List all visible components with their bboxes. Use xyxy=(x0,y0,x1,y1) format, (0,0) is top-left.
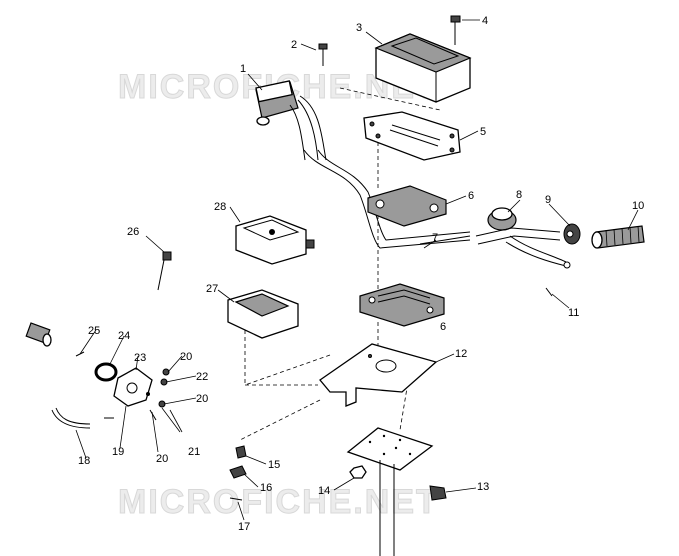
switch-assembly xyxy=(25,322,170,429)
callout-9: 9 xyxy=(545,194,551,206)
upper-clamp xyxy=(367,185,447,227)
callout-14: 14 xyxy=(318,485,330,497)
callout-15: 15 xyxy=(268,459,280,471)
callout-20-c: 20 xyxy=(156,453,168,465)
lower-clamp xyxy=(359,283,445,327)
callout-5: 5 xyxy=(480,126,486,138)
pin-17 xyxy=(229,497,243,501)
nut-14 xyxy=(349,465,367,479)
clip-16 xyxy=(229,465,247,479)
speedometer-housing xyxy=(227,289,299,339)
bracket-plate xyxy=(319,343,438,407)
callout-6-upper: 6 xyxy=(468,190,474,202)
callout-16: 16 xyxy=(260,482,272,494)
hand-grip xyxy=(591,225,645,249)
callout-4: 4 xyxy=(482,15,488,27)
callout-18: 18 xyxy=(78,455,90,467)
callout-1: 1 xyxy=(240,63,246,75)
steering-column xyxy=(346,427,447,556)
screw-2 xyxy=(318,43,328,66)
cable-end xyxy=(157,251,172,291)
mounting-plate xyxy=(363,111,461,161)
callout-12: 12 xyxy=(455,348,467,360)
screw-4 xyxy=(450,15,461,45)
handlebar xyxy=(303,149,471,249)
grip-collar xyxy=(563,223,581,245)
brake-master-cylinder xyxy=(255,80,327,161)
callout-3: 3 xyxy=(356,22,362,34)
screw-11 xyxy=(545,287,553,297)
callout-11: 11 xyxy=(568,307,579,319)
callout-6-lower: 6 xyxy=(440,321,446,333)
callout-7: 7 xyxy=(432,232,438,244)
callout-24: 24 xyxy=(118,330,130,342)
callout-20-b: 20 xyxy=(196,393,208,405)
leader-lines xyxy=(75,19,639,521)
callout-17: 17 xyxy=(238,521,250,533)
clip-15 xyxy=(235,445,247,459)
callout-22: 22 xyxy=(196,371,208,383)
watermark-bottom: MICROFICHE.NET xyxy=(118,483,439,521)
callout-21: 21 xyxy=(188,446,200,458)
speedometer xyxy=(235,215,315,265)
callout-20-a: 20 xyxy=(180,351,192,363)
callout-8: 8 xyxy=(516,189,522,201)
callout-13: 13 xyxy=(477,481,489,493)
callout-10: 10 xyxy=(632,200,644,212)
throttle-housing xyxy=(475,207,571,269)
handlebar-cover xyxy=(374,33,472,103)
callout-2: 2 xyxy=(291,39,297,51)
callout-27: 27 xyxy=(206,283,218,295)
callout-28: 28 xyxy=(214,201,226,213)
callout-26: 26 xyxy=(127,226,139,238)
callout-23: 23 xyxy=(134,352,146,364)
callout-25: 25 xyxy=(88,325,100,337)
callout-19: 19 xyxy=(112,446,124,458)
